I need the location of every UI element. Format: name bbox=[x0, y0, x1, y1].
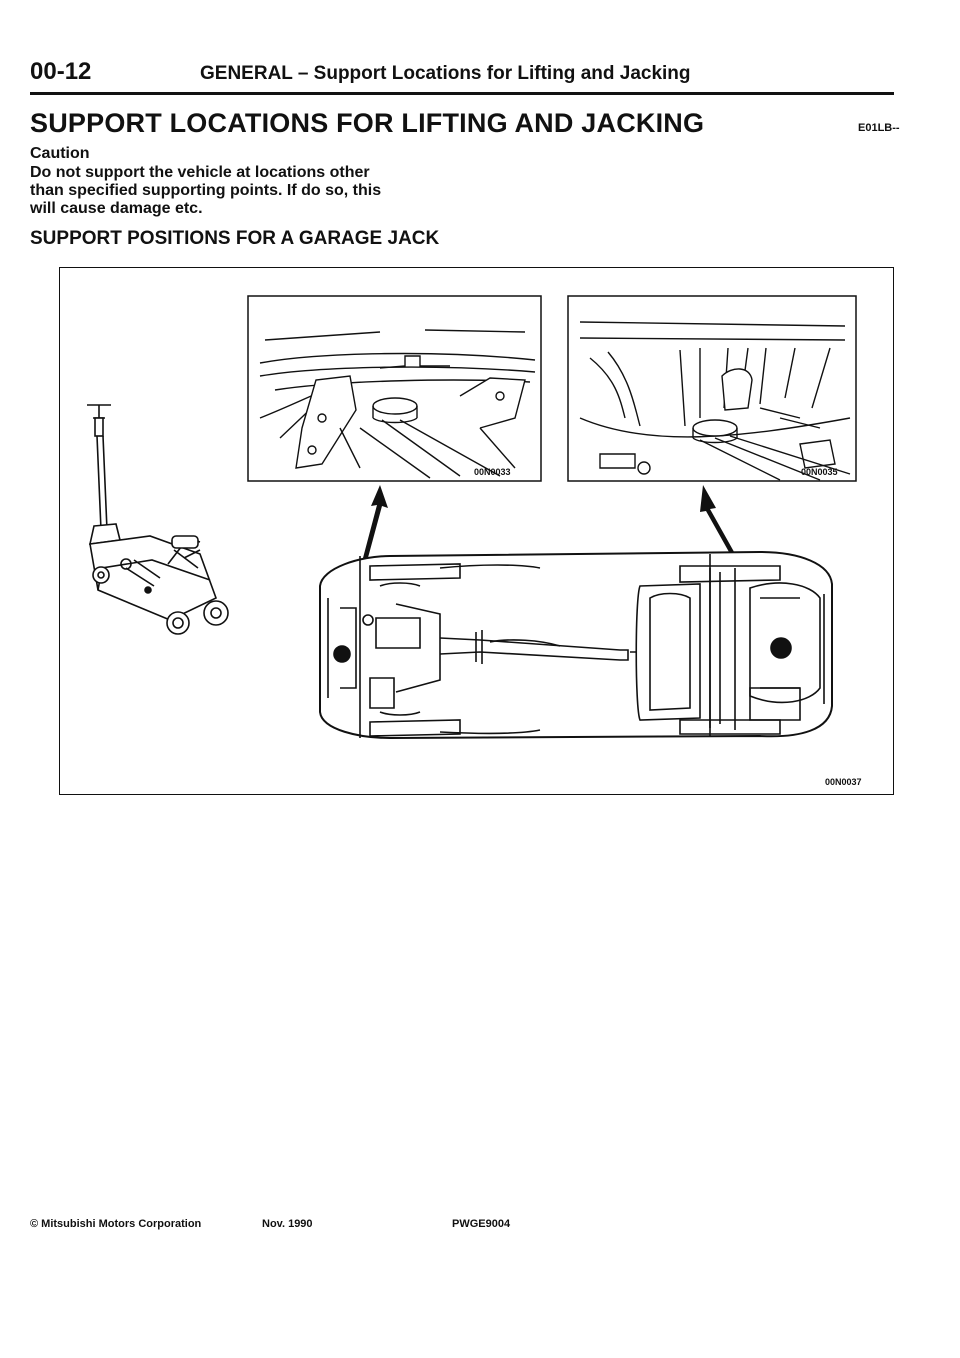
page-number: 00-12 bbox=[30, 58, 92, 85]
caution-line: than specified supporting points. If do … bbox=[30, 182, 382, 199]
front-support-point bbox=[333, 645, 351, 663]
rear-support-inset: 00N0035 bbox=[567, 295, 857, 482]
front-support-inset: 00N0033 bbox=[247, 295, 542, 482]
garage-jack-illustration bbox=[87, 404, 229, 635]
page-title: SUPPORT LOCATIONS FOR LIFTING AND JACKIN… bbox=[30, 108, 705, 138]
main-figure-label: 00N0037 bbox=[825, 777, 862, 787]
rear-support-point bbox=[770, 637, 792, 659]
caution-line: will cause damage etc. bbox=[30, 200, 203, 217]
inset-right-label: 00N0035 bbox=[801, 467, 838, 477]
section-code: E01LB-- bbox=[858, 122, 900, 134]
caution-heading: Caution bbox=[30, 145, 90, 162]
figure-illustration: 00N0033 00N0035 bbox=[87, 295, 862, 787]
footer-date: Nov. 1990 bbox=[262, 1218, 313, 1230]
section-title: GENERAL – Support Locations for Lifting … bbox=[200, 63, 691, 84]
footer-copyright: © Mitsubishi Motors Corporation bbox=[30, 1218, 202, 1230]
header-rule bbox=[30, 92, 894, 95]
vehicle-underbody-illustration bbox=[319, 550, 833, 740]
inset-left-label: 00N0033 bbox=[474, 467, 511, 477]
footer-code: PWGE9004 bbox=[452, 1218, 511, 1230]
subheading: SUPPORT POSITIONS FOR A GARAGE JACK bbox=[30, 228, 440, 249]
caution-line: Do not support the vehicle at locations … bbox=[30, 164, 370, 181]
support-positions-figure: 00N0033 00N0035 bbox=[59, 267, 894, 795]
